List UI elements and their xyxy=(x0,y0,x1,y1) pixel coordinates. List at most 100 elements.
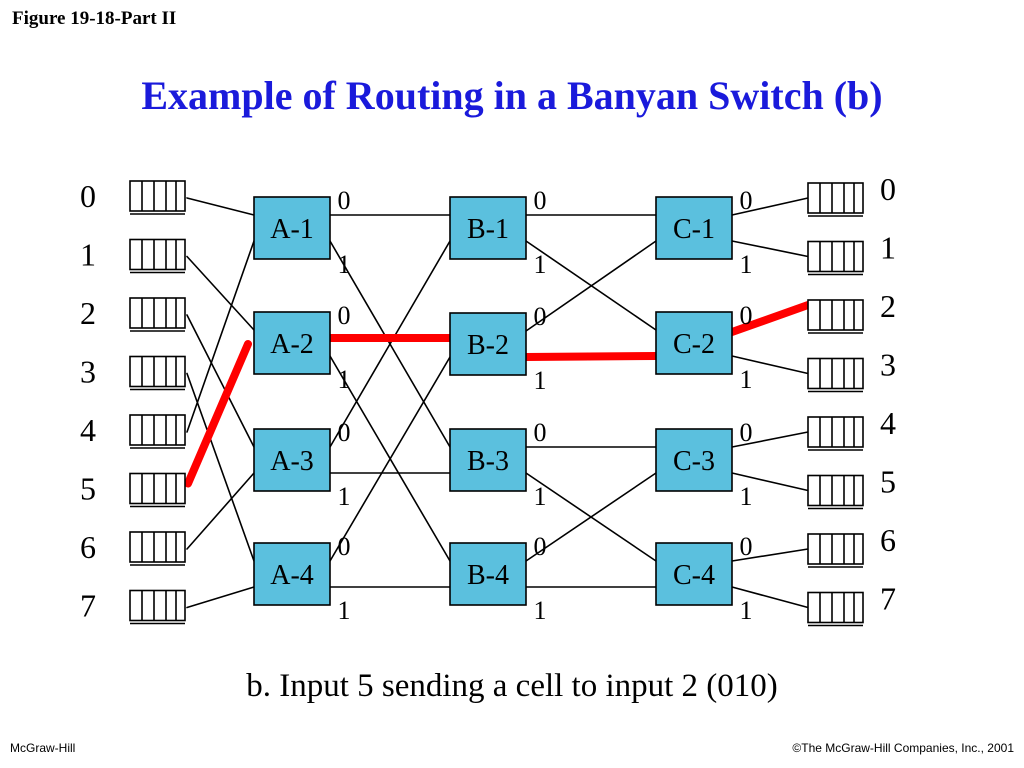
port-label-upper: 0 xyxy=(534,418,547,447)
wire-output-3 xyxy=(731,355,809,375)
output-label-4: 4 xyxy=(880,405,896,441)
output-label-2: 2 xyxy=(880,288,896,324)
footer-copyright: ©The McGraw-Hill Companies, Inc., 2001 xyxy=(792,741,1014,755)
output-label-7: 7 xyxy=(880,581,896,617)
port-label-upper: 0 xyxy=(338,301,351,330)
route-segment-b2-c2 xyxy=(522,352,660,361)
port-label-lower: 1 xyxy=(338,365,351,394)
input-queue-1 xyxy=(129,238,186,274)
input-queue-7 xyxy=(129,589,186,625)
input-label-2: 2 xyxy=(80,295,96,331)
port-label-upper: 0 xyxy=(740,301,753,330)
figure-caption: b. Input 5 sending a cell to input 2 (01… xyxy=(246,668,778,704)
switch-elements: A-1A-2A-3A-4 B-1B-2B-3B-4 C-1C-2C-3C-4 xyxy=(253,196,733,606)
switch-a-3: A-3 xyxy=(253,428,331,492)
input-label-6: 6 xyxy=(80,529,96,565)
port-label-upper: 0 xyxy=(338,418,351,447)
port-label-upper: 0 xyxy=(338,532,351,561)
switch-c-2: C-2 xyxy=(655,311,733,375)
input-queue-6 xyxy=(129,531,186,566)
output-queue-2 xyxy=(807,299,864,334)
route-segment-input5-a2 xyxy=(184,340,252,488)
switch-label: A-4 xyxy=(270,560,314,591)
switch-a-2: A-2 xyxy=(253,311,331,375)
wire-input-0 xyxy=(186,197,255,216)
wire-output-5 xyxy=(731,472,809,492)
switch-label: B-3 xyxy=(467,446,509,477)
highlighted-route xyxy=(184,301,812,488)
wire-input-3 xyxy=(186,372,255,562)
output-queue-7 xyxy=(807,591,864,627)
wire-output-6 xyxy=(731,548,809,562)
switch-label: B-4 xyxy=(467,560,509,591)
input-queue-3 xyxy=(129,355,186,391)
input-label-3: 3 xyxy=(80,354,96,390)
switch-c-4: C-4 xyxy=(655,542,733,606)
switch-c-3: C-3 xyxy=(655,428,733,492)
wire-b2-c1 xyxy=(525,240,657,332)
connection-wires xyxy=(186,197,809,609)
output-queue-4 xyxy=(807,416,864,451)
route-segment-c2-output2 xyxy=(728,301,812,336)
wire-output-0 xyxy=(731,197,809,216)
switch-label: B-2 xyxy=(467,330,509,361)
output-label-0: 0 xyxy=(880,171,896,207)
switch-label: C-2 xyxy=(673,329,715,360)
wire-output-7 xyxy=(731,586,809,609)
switch-b-4: B-4 xyxy=(449,542,527,606)
output-label-5: 5 xyxy=(880,464,896,500)
switch-label: A-1 xyxy=(270,214,314,245)
switch-label: C-3 xyxy=(673,446,715,477)
output-label-6: 6 xyxy=(880,522,896,558)
port-label-upper: 0 xyxy=(534,532,547,561)
output-queue-5 xyxy=(807,474,864,510)
port-label-lower: 1 xyxy=(534,596,547,625)
port-label-upper: 0 xyxy=(740,532,753,561)
wire-output-1 xyxy=(731,240,809,258)
port-label-upper: 0 xyxy=(534,302,547,331)
output-queue-1 xyxy=(807,240,864,276)
input-queue-4 xyxy=(129,414,186,449)
port-label-upper: 0 xyxy=(338,186,351,215)
wire-input-6 xyxy=(186,472,255,550)
wire-input-2 xyxy=(186,314,255,448)
input-queue-5 xyxy=(129,472,186,508)
wire-a3-b1 xyxy=(329,240,451,448)
wire-input-4 xyxy=(186,240,255,433)
switch-b-3: B-3 xyxy=(449,428,527,492)
port-label-upper: 0 xyxy=(740,186,753,215)
wire-input-1 xyxy=(186,255,255,331)
input-label-4: 4 xyxy=(80,412,96,448)
queue-buffers xyxy=(129,180,864,627)
port-label-lower: 1 xyxy=(534,366,547,395)
input-label-0: 0 xyxy=(80,178,96,214)
wire-b4-c3 xyxy=(525,472,657,562)
figure-label: Figure 19-18-Part II xyxy=(12,8,177,29)
port-label-lower: 1 xyxy=(740,250,753,279)
port-label-upper: 0 xyxy=(534,186,547,215)
output-queue-6 xyxy=(807,533,864,568)
output-queue-3 xyxy=(807,357,864,393)
slide-title: Example of Routing in a Banyan Switch (b… xyxy=(141,73,883,118)
output-label-1: 1 xyxy=(880,230,896,266)
switch-label: C-1 xyxy=(673,214,715,245)
port-label-lower: 1 xyxy=(534,250,547,279)
port-label-lower: 1 xyxy=(338,250,351,279)
input-queue-0 xyxy=(129,180,186,215)
switch-b-1: B-1 xyxy=(449,196,527,260)
port-label-lower: 1 xyxy=(740,482,753,511)
switch-label: A-3 xyxy=(270,446,314,477)
switch-b-2: B-2 xyxy=(449,312,527,376)
port-label-lower: 1 xyxy=(338,482,351,511)
port-label-lower: 1 xyxy=(338,596,351,625)
output-queue-0 xyxy=(807,182,864,217)
output-label-3: 3 xyxy=(880,347,896,383)
port-label-lower: 1 xyxy=(534,482,547,511)
port-label-lower: 1 xyxy=(740,596,753,625)
input-queue-2 xyxy=(129,297,186,332)
wire-input-7 xyxy=(186,586,255,609)
switch-label: C-4 xyxy=(673,560,715,591)
input-label-1: 1 xyxy=(80,237,96,273)
